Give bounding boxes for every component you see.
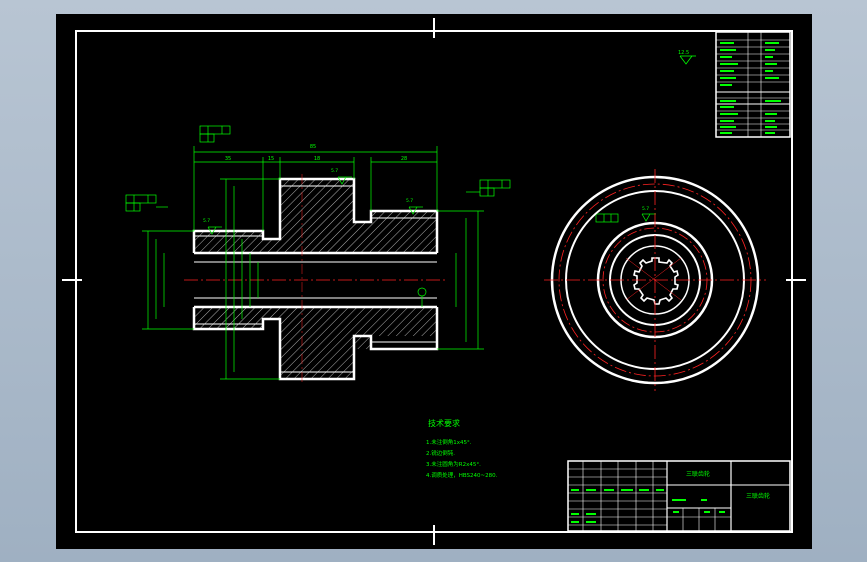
roughness-value-3: 5.7 [203,218,210,224]
roughness-general-value: 12.5 [678,50,689,56]
roughness-value-2: 5.7 [406,198,413,204]
roughness-value-1: 5.7 [331,168,338,174]
title-block-code: 三联齿轮 [686,470,710,478]
spline-bore [633,257,679,305]
drawing-sheet: 12.5 [56,14,812,549]
dim-seg-mid-b: 18 [314,156,320,162]
roughness-general: 12.5 [678,50,696,65]
datum-symbol [417,287,427,307]
technical-requirements: 技术要求 1.未注倒角1x45°. 2.锐边倒钝. 3.未注圆角为R2x45°.… [426,418,498,479]
roughness-marks [207,176,656,235]
note-2: 2.锐边倒钝. [426,449,455,457]
roughness-value-4: 5.7 [642,206,649,212]
dimensions [142,146,484,380]
note-3: 3.未注圆角为R2x45°. [426,460,481,468]
title-block-name: 三联齿轮 [746,492,770,500]
dim-seg-mid-a: 15 [268,156,274,162]
title-block: 三联齿轮 三联齿轮 [567,460,791,532]
dim-overall-length: 85 [310,144,316,150]
cad-drawing: 12.5 [62,18,806,545]
dim-seg-right: 28 [401,156,407,162]
notes-heading: 技术要求 [428,418,460,428]
end-view [544,169,766,391]
dim-seg-left: 35 [225,156,231,162]
tolerance-frames [125,125,619,223]
note-1: 1.未注倒角1x45°. [426,438,472,446]
section-view [184,174,448,384]
gear-parameter-table [715,31,791,138]
note-4: 4.调质处理，HBS240~280. [426,471,498,479]
